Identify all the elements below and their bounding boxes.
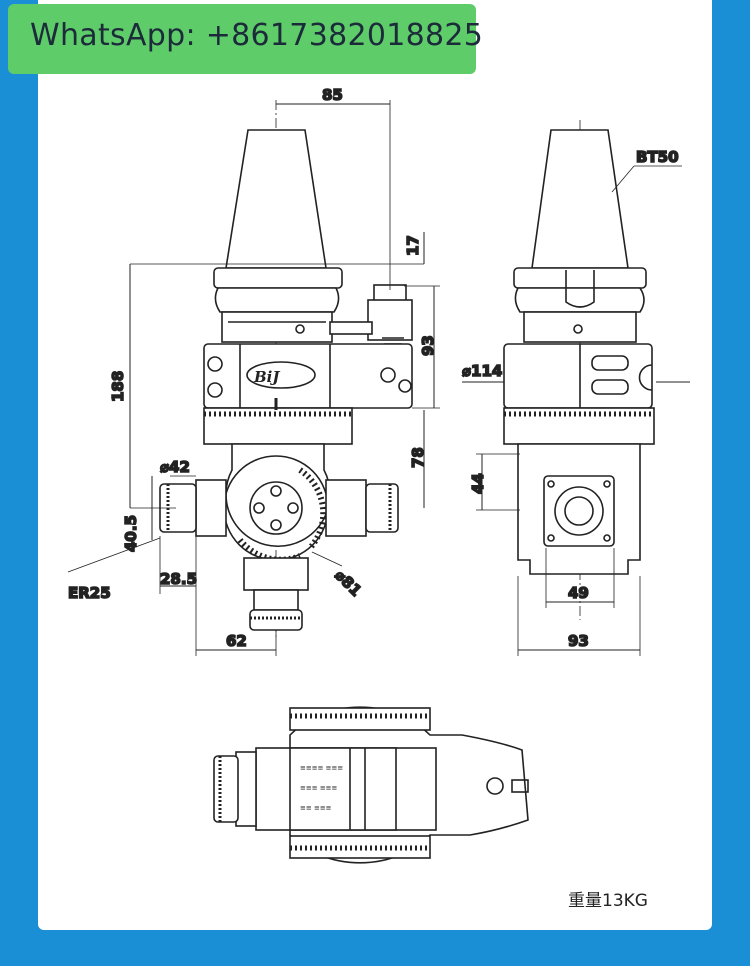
- label-bt50: BT50: [636, 148, 679, 166]
- svg-text:≡≡ ≡≡≡: ≡≡ ≡≡≡: [300, 804, 332, 812]
- svg-text:≡≡≡ ≡≡≡: ≡≡≡ ≡≡≡: [300, 784, 338, 792]
- svg-text:≡≡≡≡ ≡≡≡: ≡≡≡≡ ≡≡≡: [300, 764, 343, 772]
- brand-logo: BiJ: [253, 368, 280, 386]
- dim-28-5: 28.5: [160, 570, 197, 588]
- side-view: [462, 120, 690, 656]
- dim-40-5: 40.5: [122, 515, 140, 552]
- dim-62: 62: [226, 632, 247, 650]
- weight-label: 重量13KG: [568, 891, 648, 911]
- dim-17: 17: [404, 235, 422, 256]
- whatsapp-contact: WhatsApp: +8617382018825: [30, 18, 484, 53]
- whatsapp-banner: WhatsApp: +8617382018825: [8, 4, 483, 74]
- dim-93-height: 93: [419, 335, 437, 356]
- label-er25: ER25: [68, 584, 111, 602]
- dim-44: 44: [469, 473, 487, 494]
- dim-78: 78: [409, 447, 427, 468]
- dim-93-width: 93: [568, 632, 589, 650]
- dim-dia42: ⌀42: [160, 458, 190, 476]
- dim-188: 188: [109, 371, 127, 402]
- dim-dia114: ⌀114: [462, 362, 502, 380]
- dim-49: 49: [568, 584, 589, 602]
- dim-dia81: ⌀81: [331, 566, 365, 600]
- front-view: [67, 100, 440, 656]
- top-view: ≡≡≡≡ ≡≡≡ ≡≡≡ ≡≡≡ ≡≡ ≡≡≡: [213, 706, 529, 864]
- dim-85: 85: [322, 86, 343, 104]
